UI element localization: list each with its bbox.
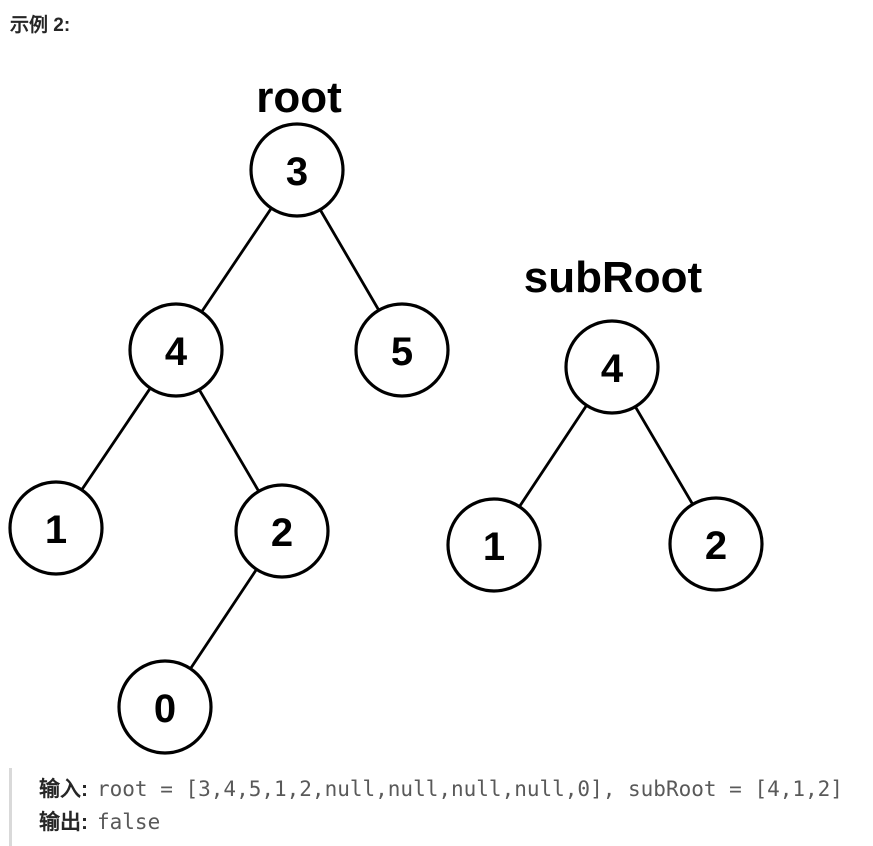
example-heading: 示例 2: (10, 15, 71, 36)
node-circle (128, 302, 224, 398)
node-value: 0 (154, 687, 176, 731)
binary-trees-diagram: root 3 4 5 1 2 (8, 73, 764, 755)
node-value: 1 (483, 525, 505, 569)
tree-node: 5 (354, 302, 450, 398)
tree-node: 0 (117, 659, 213, 755)
node-circle (668, 496, 764, 592)
input-value: root = [3,4,5,1,2,null,null,null,null,0]… (97, 777, 843, 801)
tree-node: 3 (249, 122, 345, 218)
tree-node: 2 (234, 483, 330, 579)
output-line: 输出: false (39, 806, 873, 839)
tree-node: 4 (564, 319, 660, 415)
node-value: 5 (391, 330, 413, 374)
input-line: 输入: root = [3,4,5,1,2,null,null,null,null… (39, 773, 873, 806)
node-value: 4 (601, 347, 624, 391)
node-value: 2 (271, 511, 293, 555)
tree-root-label: root (256, 73, 342, 122)
tree-node: 1 (446, 497, 542, 593)
output-label: 输出: (39, 811, 88, 834)
node-value: 2 (705, 524, 727, 568)
input-label: 输入: (39, 778, 88, 801)
node-circle (249, 122, 345, 218)
node-circle (446, 497, 542, 593)
node-circle (564, 319, 660, 415)
tree-root: root 3 4 5 1 2 (8, 73, 450, 755)
node-circle (354, 302, 450, 398)
tree-subroot-label: subRoot (524, 253, 703, 302)
node-circle (117, 659, 213, 755)
tree-node: 1 (8, 480, 104, 576)
node-value: 4 (165, 330, 188, 374)
tree-subroot: subRoot 4 1 2 (446, 253, 764, 593)
tree-node: 2 (668, 496, 764, 592)
output-value: false (97, 810, 161, 834)
example-io-block: 输入: root = [3,4,5,1,2,null,null,null,null… (9, 768, 873, 846)
tree-node: 4 (128, 302, 224, 398)
node-circle (8, 480, 104, 576)
node-value: 1 (45, 508, 67, 552)
node-circle (234, 483, 330, 579)
node-value: 3 (286, 150, 308, 194)
